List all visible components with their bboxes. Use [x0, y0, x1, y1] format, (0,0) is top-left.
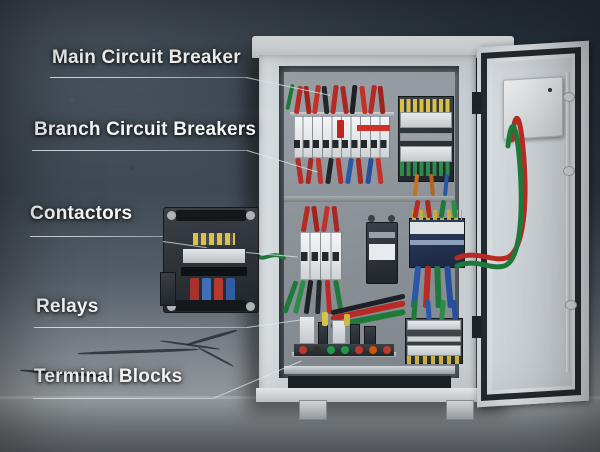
cabinet-base-plinth: [256, 388, 481, 402]
terminal-strip-row: [400, 133, 452, 141]
contactor-mount-screw: [368, 215, 375, 222]
callout-rule-contactors: [30, 236, 163, 237]
ferrule-row: [412, 210, 462, 220]
callout-label-main-circuit-breaker: Main Circuit Breaker: [52, 47, 241, 68]
indicator-light: [327, 346, 335, 354]
contactor-mount-screw: [246, 211, 255, 220]
indicator-light: [313, 346, 321, 354]
wire-yellow: [344, 314, 350, 326]
indicator-light: [341, 346, 349, 354]
ferrule-row-yellow: [400, 99, 452, 112]
contactor-mount-screw: [388, 215, 395, 222]
terminal-strip-row: [400, 112, 452, 128]
contactor-bottom-rail: [176, 300, 246, 311]
contactor-mount-screw: [167, 211, 176, 220]
wire-blue: [226, 278, 235, 310]
wire-red: [214, 278, 223, 310]
wire-blue: [202, 278, 211, 310]
callout-label-contactors: Contactors: [30, 203, 133, 224]
contactor-mount-screw: [246, 302, 255, 311]
callout-label-relays: Relays: [36, 296, 99, 317]
latch-nut: [563, 166, 575, 176]
right-contactor-terminal-row: [410, 222, 464, 234]
terminal-strip-row: [400, 146, 452, 162]
door-mounted-device[interactable]: [503, 76, 563, 140]
callout-rule-main-circuit-breaker: [50, 77, 246, 78]
terminal-row-mid: [407, 336, 461, 342]
main-breaker-red-toggle[interactable]: [337, 120, 344, 138]
interior-bottom-shelf: [284, 366, 455, 374]
terminal-row-bottom: [407, 345, 461, 356]
indicator-light: [383, 346, 391, 354]
relay-module[interactable]: [299, 316, 315, 344]
terminal-row-top: [407, 320, 461, 330]
ferrule-row-green: [407, 356, 461, 364]
wire-yellow: [322, 312, 328, 326]
cabinet-top-panel: [252, 36, 514, 58]
right-contactor-brand-strip: [410, 240, 464, 245]
breaker-toggle-slot: [294, 140, 390, 148]
contactor-body-slot: [181, 267, 247, 276]
callout-rule-terminal-blocks: [33, 398, 213, 399]
indicator-light: [299, 346, 307, 354]
callout-label-branch-circuit-breakers: Branch Circuit Breakers: [34, 119, 257, 140]
cabinet-foot: [299, 400, 327, 420]
contactor-mount-screw: [167, 302, 176, 311]
door-hinge-upper: [472, 92, 481, 114]
breaker-toggle-slot: [301, 252, 341, 261]
latch-nut: [563, 92, 575, 102]
latch-nut: [565, 300, 577, 310]
contactor-top-rail: [176, 210, 246, 221]
relay-module[interactable]: [332, 320, 346, 344]
contactor-side-module[interactable]: [160, 272, 176, 306]
callout-label-terminal-blocks: Terminal Blocks: [34, 366, 183, 387]
cabinet-foot: [446, 400, 474, 420]
callout-rule-relays: [34, 327, 247, 328]
interior-divider-shelf: [284, 196, 455, 202]
din-rail-upper: [290, 112, 394, 116]
indicator-light: [355, 346, 363, 354]
main-breaker-label-strip: [357, 125, 390, 131]
device-indicator-led: [548, 88, 552, 92]
ferrule-row-green: [400, 162, 452, 176]
callout-rule-branch-circuit-breakers: [32, 150, 247, 151]
contactor-contact-block: [183, 249, 245, 263]
contactor-faceplate: [369, 244, 395, 260]
door-hinge-lower: [472, 316, 481, 338]
indicator-light: [369, 346, 377, 354]
contactor-label: [369, 232, 395, 238]
door-latch-rod[interactable]: [566, 71, 570, 373]
wire-red: [190, 278, 199, 310]
contactor-coil-terminals: [193, 233, 235, 245]
